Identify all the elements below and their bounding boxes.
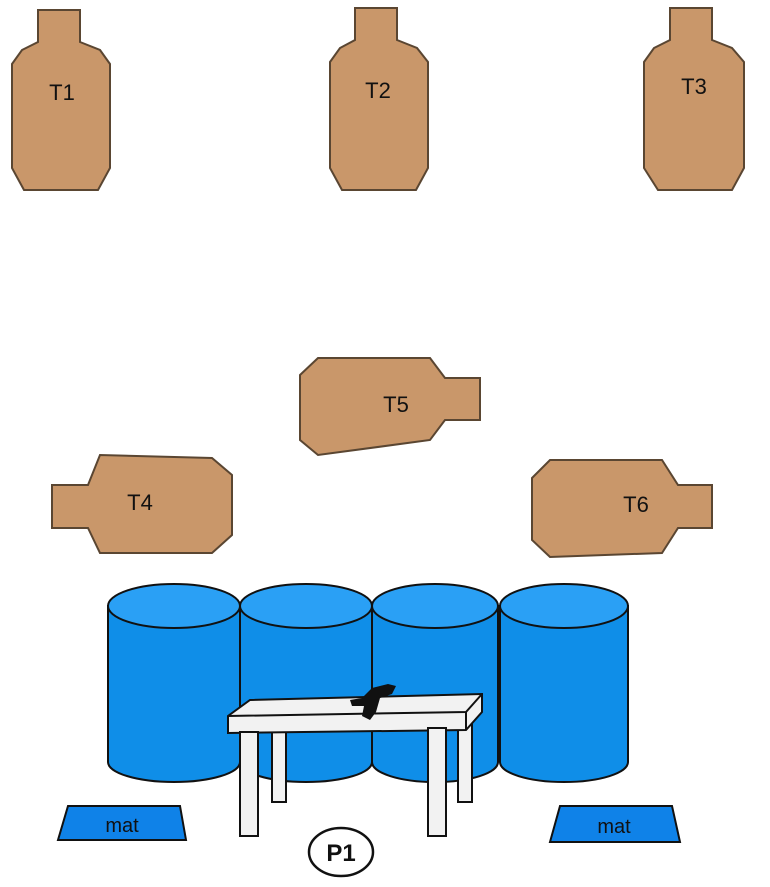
barrel-4-body — [499, 605, 629, 783]
table-leg-back-left — [271, 727, 287, 803]
barrel-4-top — [499, 583, 629, 629]
target-t6-label: T6 — [623, 492, 649, 517]
barrel-1 — [107, 583, 241, 783]
table-leg-front-right — [427, 727, 447, 837]
target-t2-label: T2 — [365, 78, 391, 103]
target-t3-shape — [643, 7, 745, 191]
target-t3: T3 — [643, 7, 745, 191]
position-marker-p1: P1 — [307, 826, 375, 878]
barrel-2-body — [239, 605, 373, 783]
barrel-2 — [239, 583, 373, 783]
target-t5: T5 — [299, 357, 481, 457]
target-t1: T1 — [11, 9, 111, 191]
mat-left-label: mat — [105, 815, 139, 837]
target-t4: T4 — [51, 453, 233, 554]
target-t1-label: T1 — [49, 80, 75, 105]
target-t4-shape — [51, 453, 233, 554]
target-t4-label: T4 — [127, 490, 153, 515]
target-t2-shape — [329, 7, 429, 191]
table-leg-back-right — [457, 721, 473, 803]
target-t5-label: T5 — [383, 392, 409, 417]
mat-left: mat — [56, 805, 188, 841]
position-label: P1 — [326, 840, 355, 867]
target-t1-shape — [11, 9, 111, 191]
table — [227, 692, 483, 837]
table-leg-front-left — [239, 731, 259, 837]
barrel-1-body — [107, 605, 241, 783]
mat-right: mat — [548, 805, 682, 843]
target-t6: T6 — [531, 459, 713, 559]
barrel-4 — [499, 583, 629, 783]
target-t2: T2 — [329, 7, 429, 191]
mat-right-shape — [548, 805, 682, 843]
mat-left-shape — [56, 805, 188, 841]
barrel-2-top — [239, 583, 373, 629]
target-t5-shape — [299, 357, 481, 457]
barrel-3-top — [371, 583, 499, 629]
pistol-icon — [350, 684, 396, 720]
position-circle — [307, 826, 375, 878]
target-t3-label: T3 — [681, 74, 707, 99]
mat-right-label: mat — [597, 816, 631, 838]
target-t6-shape — [531, 459, 713, 559]
barrel-1-top — [107, 583, 241, 629]
